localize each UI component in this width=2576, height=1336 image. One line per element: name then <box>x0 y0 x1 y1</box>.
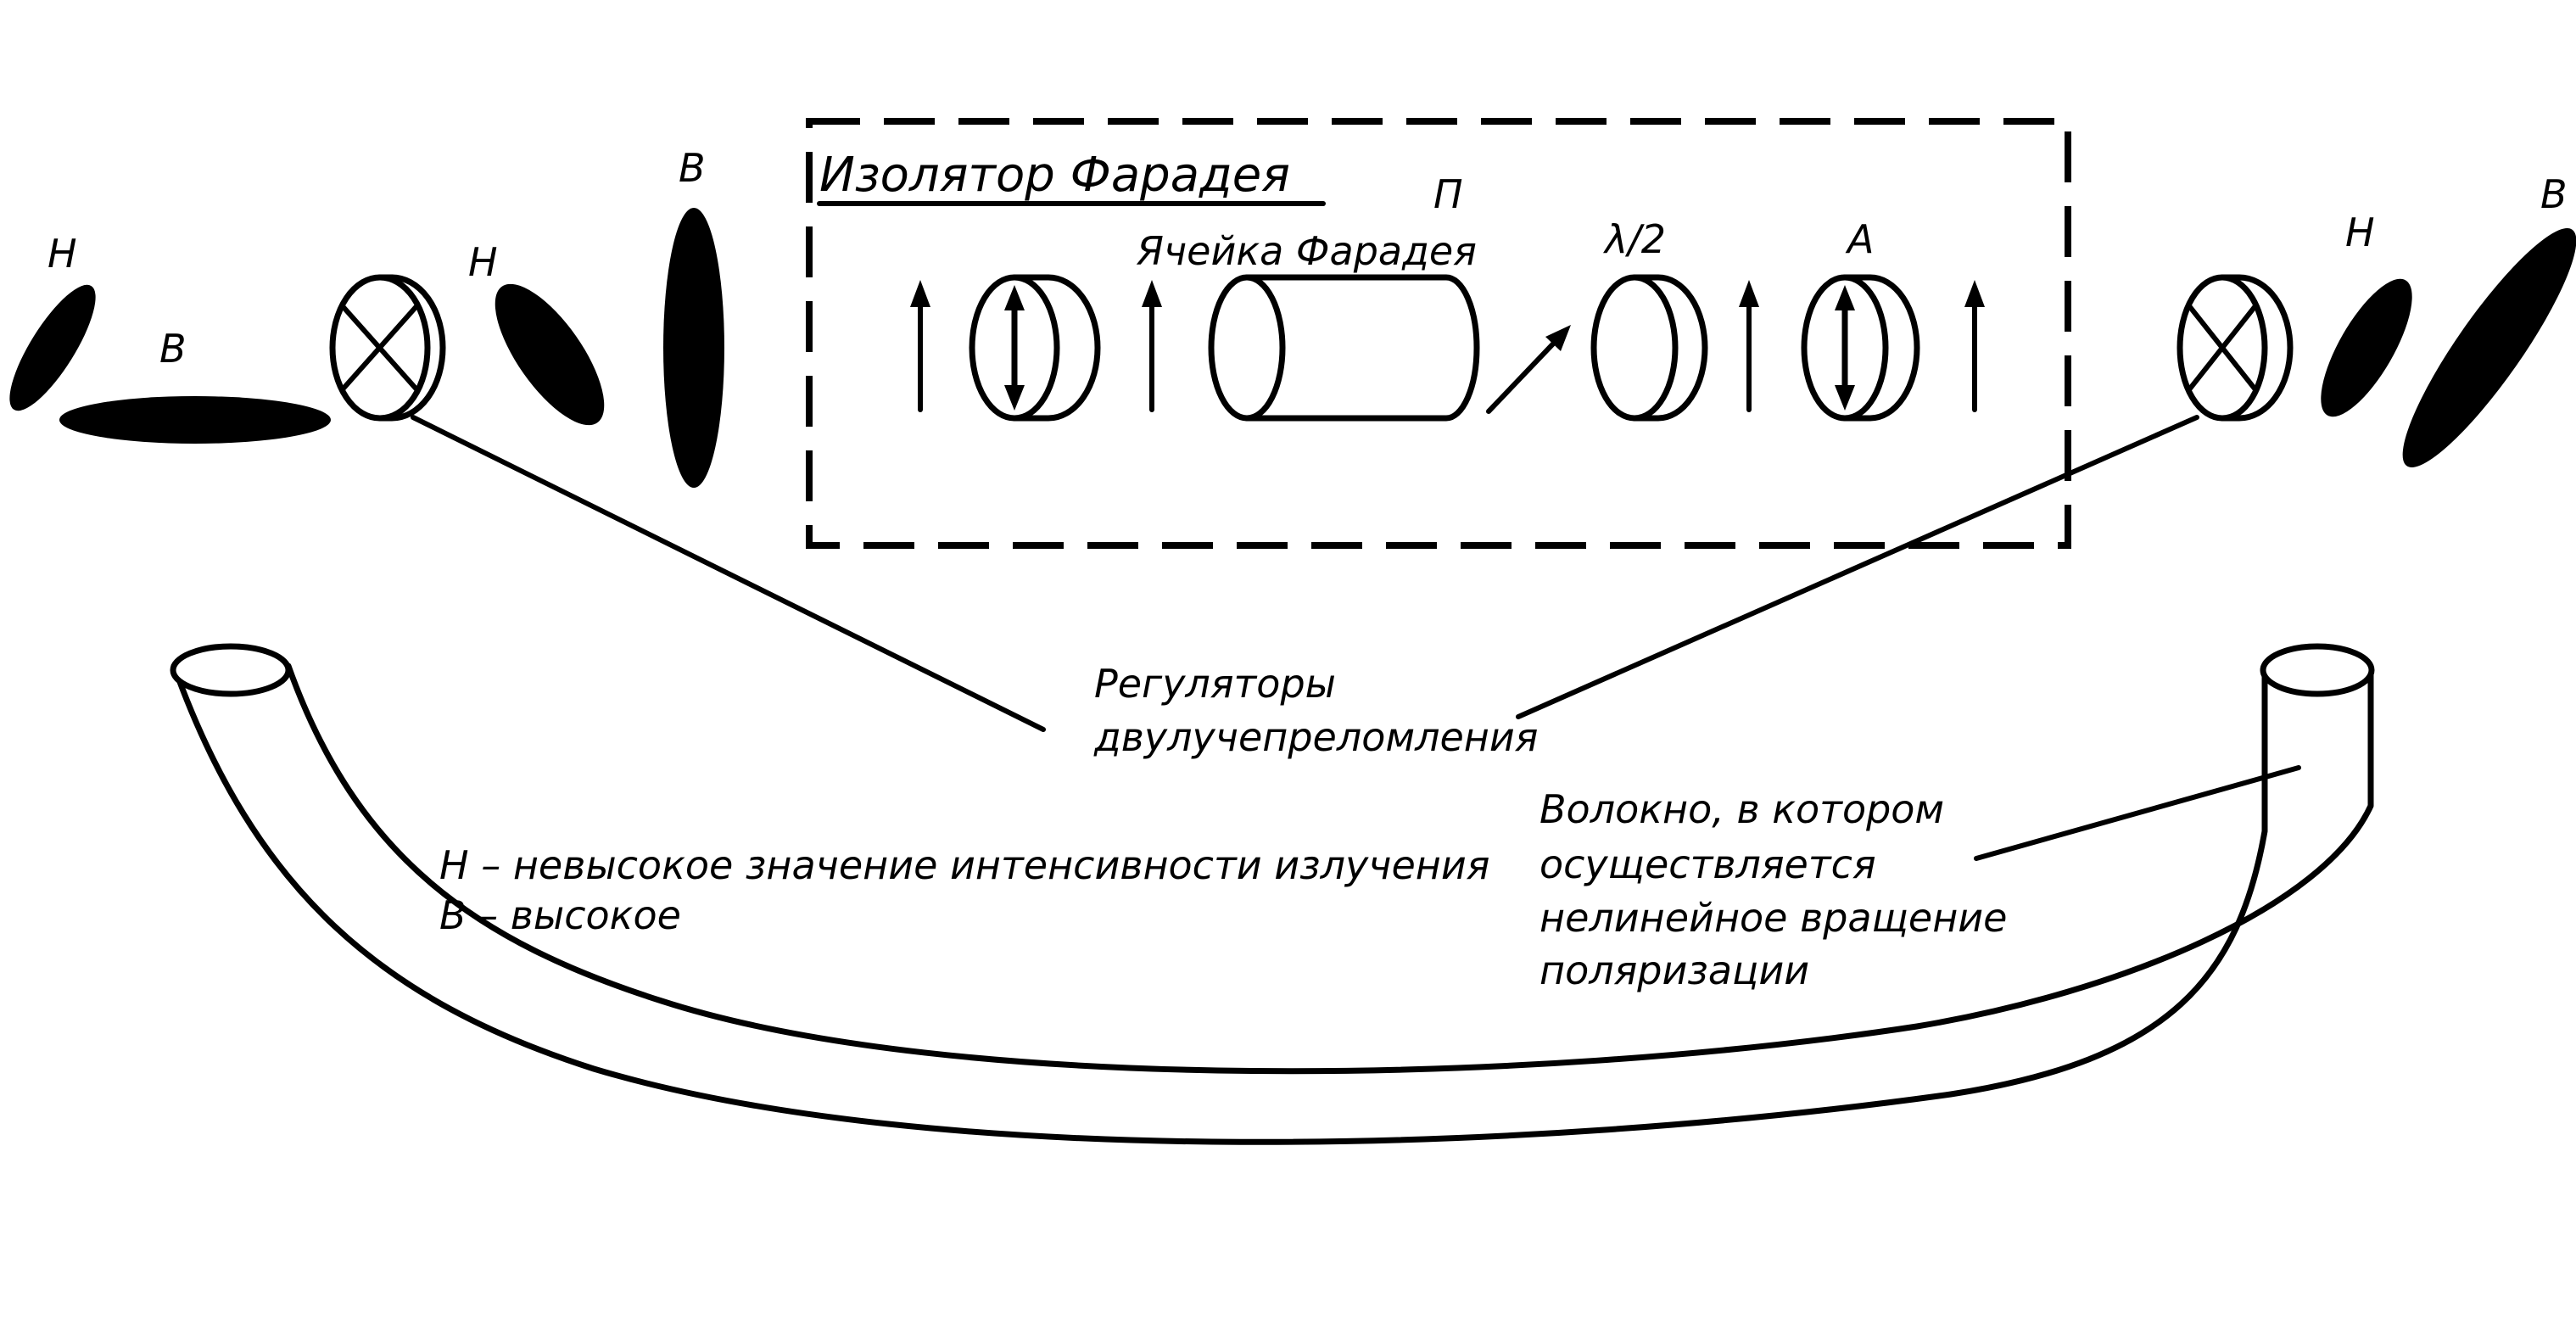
polarization-ellipse-right-b <box>2402 228 2576 467</box>
polarizer-disk <box>969 274 1101 422</box>
label-left-h1: Н <box>47 231 77 277</box>
polarization-arrow-4 <box>1964 280 1985 412</box>
legend-line-1: Н – невысокое значение интенсивности изл… <box>439 842 1489 888</box>
fiber-caption-line-4: поляризации <box>1539 947 1809 993</box>
birefringence-regulator-right <box>2176 274 2294 422</box>
polarization-arrow-1 <box>910 280 930 412</box>
polarization-arrow-3 <box>1739 280 1759 412</box>
polarization-ellipse-left-h1 <box>9 284 96 411</box>
fiber-caption-line-2: осуществляется <box>1539 841 1876 887</box>
legend-line-2: В – высокое <box>439 892 681 938</box>
leader-line-fiber <box>1974 765 2301 861</box>
faraday-isolator-box <box>806 118 2071 549</box>
leader-line-left-regulator <box>411 415 1046 732</box>
polarization-ellipse-right-h <box>2321 278 2412 417</box>
label-left-b2: В <box>679 145 706 191</box>
optical-fiber <box>170 643 2375 1145</box>
polarization-arrow-rotated <box>1486 325 1571 414</box>
label-regulators-line1: Регуляторы <box>1094 661 1336 707</box>
label-analyzer: А <box>1845 216 1874 262</box>
label-right-b: В <box>2540 171 2568 217</box>
fiber-caption-line-3: нелинейное вращение <box>1539 895 2007 941</box>
polarization-ellipse-left-b1 <box>59 396 331 444</box>
faraday-cell-cylinder <box>1208 274 1480 422</box>
label-regulators-line2: двулучепреломления <box>1093 714 1538 760</box>
label-faraday-cell: Ячейка Фарадея <box>1136 228 1477 274</box>
birefringence-regulator-left <box>329 274 446 422</box>
label-left-b1: В <box>159 326 187 372</box>
polarization-arrow-2 <box>1142 280 1162 412</box>
isolator-title: Изолятор Фарадея <box>819 148 1290 203</box>
polarization-ellipse-left-b2 <box>663 208 724 488</box>
label-left-h2: Н <box>468 239 498 285</box>
leader-line-right-regulator <box>1516 415 2199 719</box>
polarization-ellipse-left-h2 <box>495 283 605 426</box>
label-polarizer: П <box>1433 171 1463 217</box>
half-wave-plate-disk <box>1590 274 1708 422</box>
fiber-caption-line-1: Волокно, в котором <box>1539 786 1944 832</box>
analyzer-disk <box>1801 274 1920 422</box>
label-right-h: Н <box>2345 210 2375 255</box>
label-half-wave: λ/2 <box>1602 216 1666 262</box>
